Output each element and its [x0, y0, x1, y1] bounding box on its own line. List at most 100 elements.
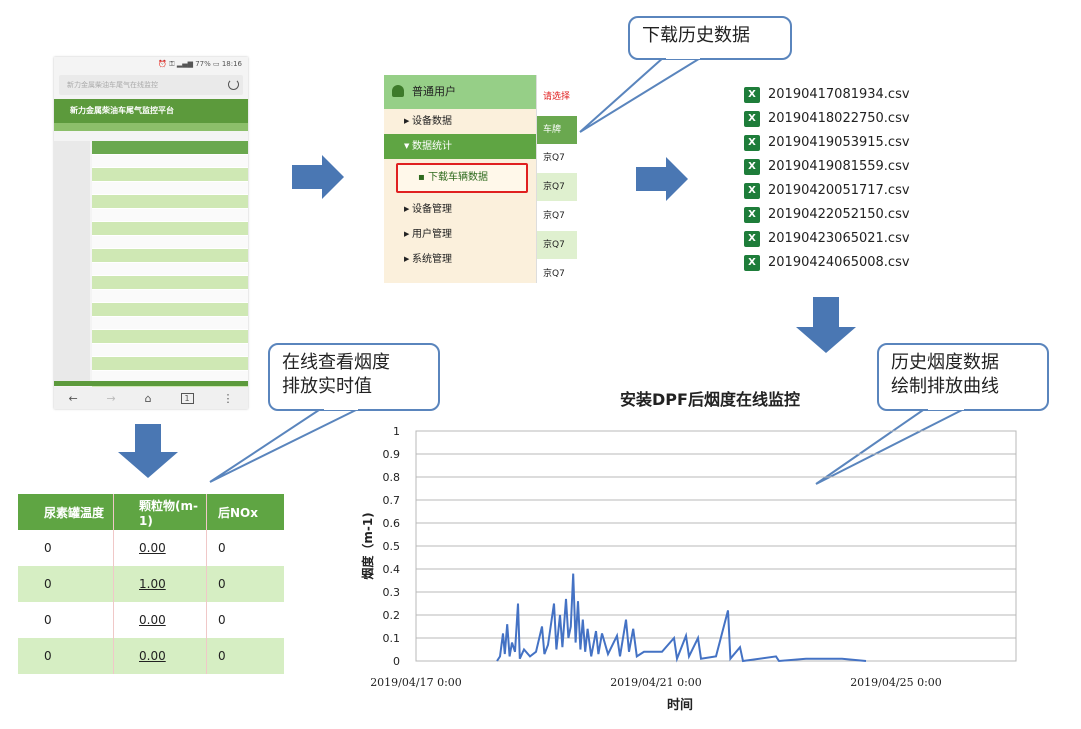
table-cell: 京Q7: [537, 202, 577, 231]
header-urea-temp: 尿素罐温度: [44, 505, 105, 520]
particulate-value[interactable]: 0.00: [139, 649, 166, 663]
back-icon[interactable]: ←: [68, 391, 78, 405]
column-divider: [113, 494, 114, 674]
user-label: 普通用户: [412, 85, 456, 98]
phone-table-row: [92, 208, 248, 222]
callout-text-line2: 绘制排放曲线: [891, 376, 999, 397]
y-tick-label: 0.2: [383, 609, 401, 622]
phone-table-row: [92, 303, 248, 317]
pointer-realtime: [209, 407, 361, 483]
reload-icon[interactable]: [228, 79, 239, 90]
phone-status-bar: ⏰ ⚿ ▂▄▆ 77% ▭ 18:16: [158, 60, 242, 68]
home-icon[interactable]: ⌂: [144, 391, 152, 405]
file-name: 20190418022750.csv: [768, 111, 910, 126]
file-name: 20190424065008.csv: [768, 255, 910, 270]
particulate-value[interactable]: 0.00: [139, 613, 166, 627]
excel-icon: X: [744, 255, 760, 271]
forward-icon[interactable]: →: [106, 391, 116, 405]
menu-item-user-management[interactable]: ▶用户管理: [384, 222, 536, 247]
table-header: 尿素罐温度 颗粒物(m-1) 后NOx: [18, 494, 284, 530]
tabs-icon[interactable]: 1: [180, 392, 194, 404]
file-name: 20190423065021.csv: [768, 231, 910, 246]
table-cell: 京Q7: [537, 231, 577, 260]
cell: 0: [218, 541, 226, 555]
cell-link[interactable]: 0.00: [113, 541, 206, 555]
cell-link[interactable]: 1.00: [113, 577, 206, 591]
table-cell: 京Q7: [537, 144, 577, 173]
y-tick-label: 0.9: [383, 448, 401, 461]
plot-area: [415, 430, 1017, 662]
menu-item-label: 设备管理: [412, 204, 452, 215]
phone-nav-bar: ← → ⌂ 1 ⋮: [54, 387, 248, 409]
caret-right-icon: ▶: [404, 205, 410, 213]
seam-cover: [928, 405, 964, 410]
y-tick-label: 1: [393, 425, 400, 438]
y-tick-label: 0.5: [383, 540, 401, 553]
cell-link[interactable]: 0.00: [113, 613, 206, 627]
phone-table-row: [92, 262, 248, 276]
menu-item-device-management[interactable]: ▶设备管理: [384, 197, 536, 222]
callout-text-line1: 在线查看烟度: [282, 352, 390, 373]
menu-icon[interactable]: ⋮: [222, 391, 234, 405]
phone-toolbar: [54, 123, 248, 131]
select-hint: 请选择: [543, 92, 571, 102]
submenu-download-vehicle-data[interactable]: ▪ 下载车辆数据: [396, 163, 528, 193]
csv-file-item[interactable]: X 20190424065008.csv: [744, 253, 910, 277]
file-name: 20190417081934.csv: [768, 87, 910, 102]
table-cell: 京Q7: [537, 173, 577, 202]
y-tick-label: 0.6: [383, 517, 401, 530]
column-divider: [206, 494, 207, 674]
user-icon: [392, 85, 404, 97]
phone-table-row: [92, 235, 248, 249]
phone-table-row: [92, 249, 248, 263]
phone-table-row: [92, 154, 248, 168]
arrow-right-2: [636, 157, 688, 201]
cell: 0: [218, 649, 226, 663]
menu-item-system-management[interactable]: ▶系统管理: [384, 247, 536, 272]
pointer-download: [579, 56, 706, 133]
cell: 0: [44, 577, 52, 591]
particulate-value[interactable]: 0.00: [139, 541, 166, 555]
y-tick-label: 0.1: [383, 632, 401, 645]
table-cell: 京Q7: [537, 260, 577, 283]
menu-item-statistics[interactable]: ▼数据统计: [384, 134, 536, 159]
x-tick-label: 2019/04/17 0:00: [370, 676, 462, 689]
column-header: 车牌: [537, 116, 577, 144]
menu-sidebar: 普通用户 ▶设备数据 ▼数据统计 ▪ 下载车辆数据 ▶设备管理 ▶用户管理 ▶系…: [384, 75, 536, 283]
phone-table-row: [92, 181, 248, 195]
menu-item-device-data[interactable]: ▶设备数据: [384, 109, 536, 134]
file-name: 20190419053915.csv: [768, 135, 910, 150]
excel-icon: X: [744, 135, 760, 151]
cell-link[interactable]: 0.00: [113, 649, 206, 663]
submenu-label: 下载车辆数据: [427, 172, 488, 183]
phone-url-bar[interactable]: 新力金属柴油车尾气在线监控: [59, 75, 243, 95]
callout-draw-curve: 历史烟度数据 绘制排放曲线: [877, 343, 1049, 411]
caret-right-icon: ▶: [404, 117, 410, 125]
phone-table-row: [92, 168, 248, 182]
y-tick-label: 0.4: [383, 563, 401, 576]
callout-text-line2: 排放实时值: [282, 376, 372, 397]
particulate-value[interactable]: 1.00: [139, 577, 166, 591]
table-row: 0 0.00 0: [18, 638, 284, 674]
phone-table-row: [92, 330, 248, 344]
menu-item-label: 设备数据: [412, 116, 452, 127]
excel-icon: X: [744, 87, 760, 103]
phone-table-row: [92, 276, 248, 290]
arrow-down-1: [118, 424, 178, 478]
file-name: 20190420051717.csv: [768, 183, 910, 198]
phone-table-row: [92, 357, 248, 371]
realtime-table: 尿素罐温度 颗粒物(m-1) 后NOx 0 0.00 0 0 1.00 0 0 …: [18, 494, 284, 674]
cell: 0: [44, 649, 52, 663]
file-name: 20190422052150.csv: [768, 207, 910, 222]
csv-file-item[interactable]: X 20190417081934.csv: [744, 85, 910, 109]
y-tick-label: 0.7: [383, 494, 401, 507]
csv-file-item[interactable]: X 20190419053915.csv: [744, 133, 910, 157]
caret-right-icon: ▶: [404, 255, 410, 263]
y-axis-label: 烟度（m-1): [360, 512, 375, 579]
